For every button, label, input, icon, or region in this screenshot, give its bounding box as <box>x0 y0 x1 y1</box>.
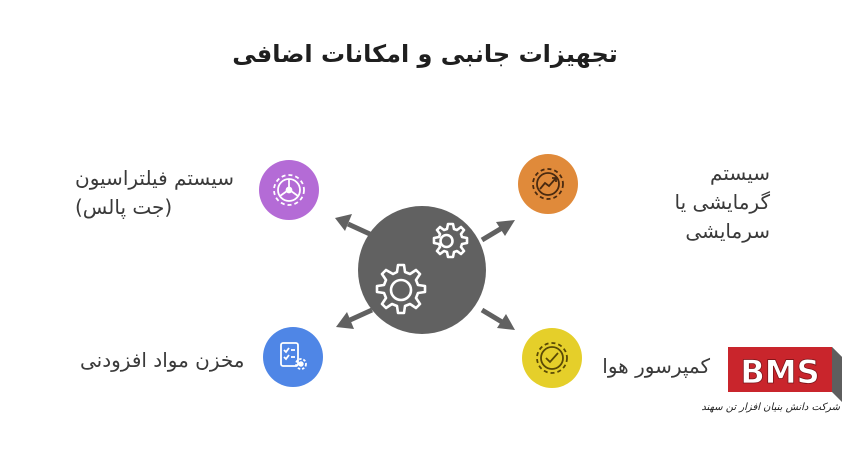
heating-label: سیستم گرمایشی یا سرمایشی <box>660 159 770 246</box>
filtration-label-line2: (جت پالس) <box>75 195 173 219</box>
heating-circle <box>518 154 578 214</box>
additive-label: مخزن مواد افزودنی <box>80 346 250 375</box>
compressor-label: کمپرسور هوا <box>600 352 710 381</box>
checklist-gear-icon <box>280 342 307 370</box>
logo-letters: BMS <box>740 353 819 391</box>
heating-label-line1: سیستم گرمایشی یا <box>674 161 770 214</box>
page-title: تجهیزات جانبی و امکانات اضافی <box>232 40 618 68</box>
filtration-label: سیستم فیلتراسیون (جت پالس) <box>75 164 250 222</box>
additive-node <box>263 327 323 387</box>
gears-icon <box>375 222 469 315</box>
compressor-circle <box>522 328 582 388</box>
bms-logo: BMS <box>728 347 842 402</box>
gear-check-icon <box>536 342 568 374</box>
heating-label-line2: سرمایشی <box>685 219 770 243</box>
additive-label-line1: مخزن مواد افزودنی <box>80 348 245 372</box>
arrow-to-heating <box>480 220 515 243</box>
gear-steering-icon <box>273 174 305 206</box>
filtration-label-line1: سیستم فیلتراسیون <box>75 166 234 190</box>
center-gears-node <box>358 206 486 334</box>
arrow-to-filtration <box>335 214 374 238</box>
compressor-label-line1: کمپرسور هوا <box>602 354 710 378</box>
heating-node <box>518 154 578 214</box>
compressor-node <box>522 328 582 388</box>
filtration-node <box>259 160 319 220</box>
arrow-to-additive <box>336 307 374 329</box>
gear-chart-icon <box>532 168 564 200</box>
arrow-to-compressor <box>480 307 515 330</box>
logo-tagline: شرکت دانش بنیان افزار تن سهند <box>701 402 840 413</box>
center-circle <box>358 206 486 334</box>
